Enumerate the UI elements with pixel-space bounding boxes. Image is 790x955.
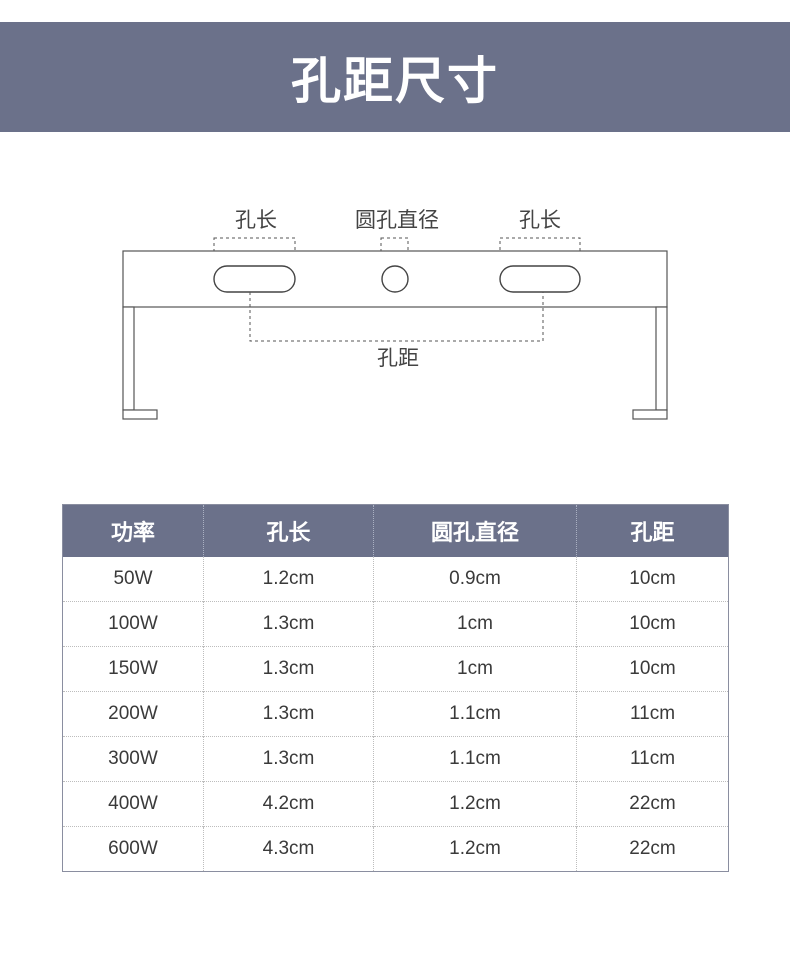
cell-power: 200W bbox=[62, 691, 204, 737]
header-hole-length: 孔长 bbox=[203, 504, 374, 557]
table-row: 100W 1.3cm 1cm 10cm bbox=[62, 601, 729, 647]
header-hole-spacing: 孔距 bbox=[576, 504, 729, 557]
cell-hole-length: 4.2cm bbox=[203, 781, 374, 827]
slot-right bbox=[499, 265, 581, 293]
title-banner: 孔距尺寸 bbox=[0, 22, 790, 132]
cell-round-hole-diameter: 1.2cm bbox=[373, 781, 577, 827]
cell-hole-spacing: 22cm bbox=[576, 781, 729, 827]
cell-hole-length: 1.3cm bbox=[203, 691, 374, 737]
table-row: 150W 1.3cm 1cm 10cm bbox=[62, 646, 729, 692]
table-row: 300W 1.3cm 1.1cm 11cm bbox=[62, 736, 729, 782]
hole-length-label-right: 孔长 bbox=[519, 208, 561, 232]
cell-hole-spacing: 22cm bbox=[576, 826, 729, 872]
round-hole bbox=[381, 265, 409, 293]
cell-hole-length: 1.2cm bbox=[203, 557, 374, 602]
cell-round-hole-diameter: 1.1cm bbox=[373, 691, 577, 737]
page-title: 孔距尺寸 bbox=[291, 52, 499, 110]
cell-round-hole-diameter: 1.1cm bbox=[373, 736, 577, 782]
hole-spacing-diagram: 孔长 圆孔直径 孔长 孔距 bbox=[122, 208, 668, 420]
hole-spacing-dimension bbox=[249, 292, 544, 342]
cell-power: 50W bbox=[113, 568, 153, 589]
cell-power: 150W bbox=[62, 646, 204, 692]
cell-hole-spacing: 10cm bbox=[576, 601, 729, 647]
slot-left bbox=[213, 265, 296, 293]
table-row: 50W 1.2cm 0.9cm 10cm bbox=[63, 557, 729, 602]
header-round-hole-diameter: 圆孔直径 bbox=[373, 504, 577, 557]
table-row: 600W 4.3cm 1.2cm 22cm bbox=[62, 826, 729, 872]
cell-hole-spacing: 11cm bbox=[576, 736, 729, 782]
cell-hole-spacing: 10cm bbox=[576, 557, 729, 602]
cell-power: 300W bbox=[62, 736, 204, 782]
cell-round-hole-diameter: 1cm bbox=[373, 601, 577, 647]
spec-table: 功率 孔长 圆孔直径 孔距 50W 1.2cm 0.9cm 10cm 100W … bbox=[62, 504, 729, 872]
left-leg bbox=[122, 306, 158, 420]
cell-power: 100W bbox=[62, 601, 204, 647]
cell-power: 600W bbox=[62, 826, 204, 872]
hole-length-label-left: 孔长 bbox=[235, 208, 277, 232]
cell-hole-length: 4.3cm bbox=[203, 826, 374, 872]
hole-spacing-label: 孔距 bbox=[377, 346, 419, 370]
header-power: 功率 bbox=[62, 504, 204, 557]
cell-round-hole-diameter: 1cm bbox=[373, 646, 577, 692]
cell-hole-length: 1.3cm bbox=[203, 736, 374, 782]
table-row: 400W 4.2cm 1.2cm 22cm bbox=[62, 781, 729, 827]
cell-hole-spacing: 10cm bbox=[576, 646, 729, 692]
cell-hole-length: 1.3cm bbox=[203, 601, 374, 647]
table-row: 200W 1.3cm 1.1cm 11cm bbox=[62, 691, 729, 737]
cell-round-hole-diameter: 1.2cm bbox=[373, 826, 577, 872]
cell-power: 400W bbox=[62, 781, 204, 827]
spec-table-wrapper: 功率 孔长 圆孔直径 孔距 50W 1.2cm 0.9cm 10cm 100W … bbox=[62, 504, 729, 872]
cell-round-hole-diameter: 0.9cm bbox=[373, 557, 577, 602]
cell-hole-spacing: 11cm bbox=[576, 691, 729, 737]
round-hole-diameter-label: 圆孔直径 bbox=[355, 208, 439, 232]
right-leg bbox=[632, 306, 668, 420]
cell-hole-length: 1.3cm bbox=[203, 646, 374, 692]
table-header-row: 功率 孔长 圆孔直径 孔距 bbox=[62, 504, 729, 557]
